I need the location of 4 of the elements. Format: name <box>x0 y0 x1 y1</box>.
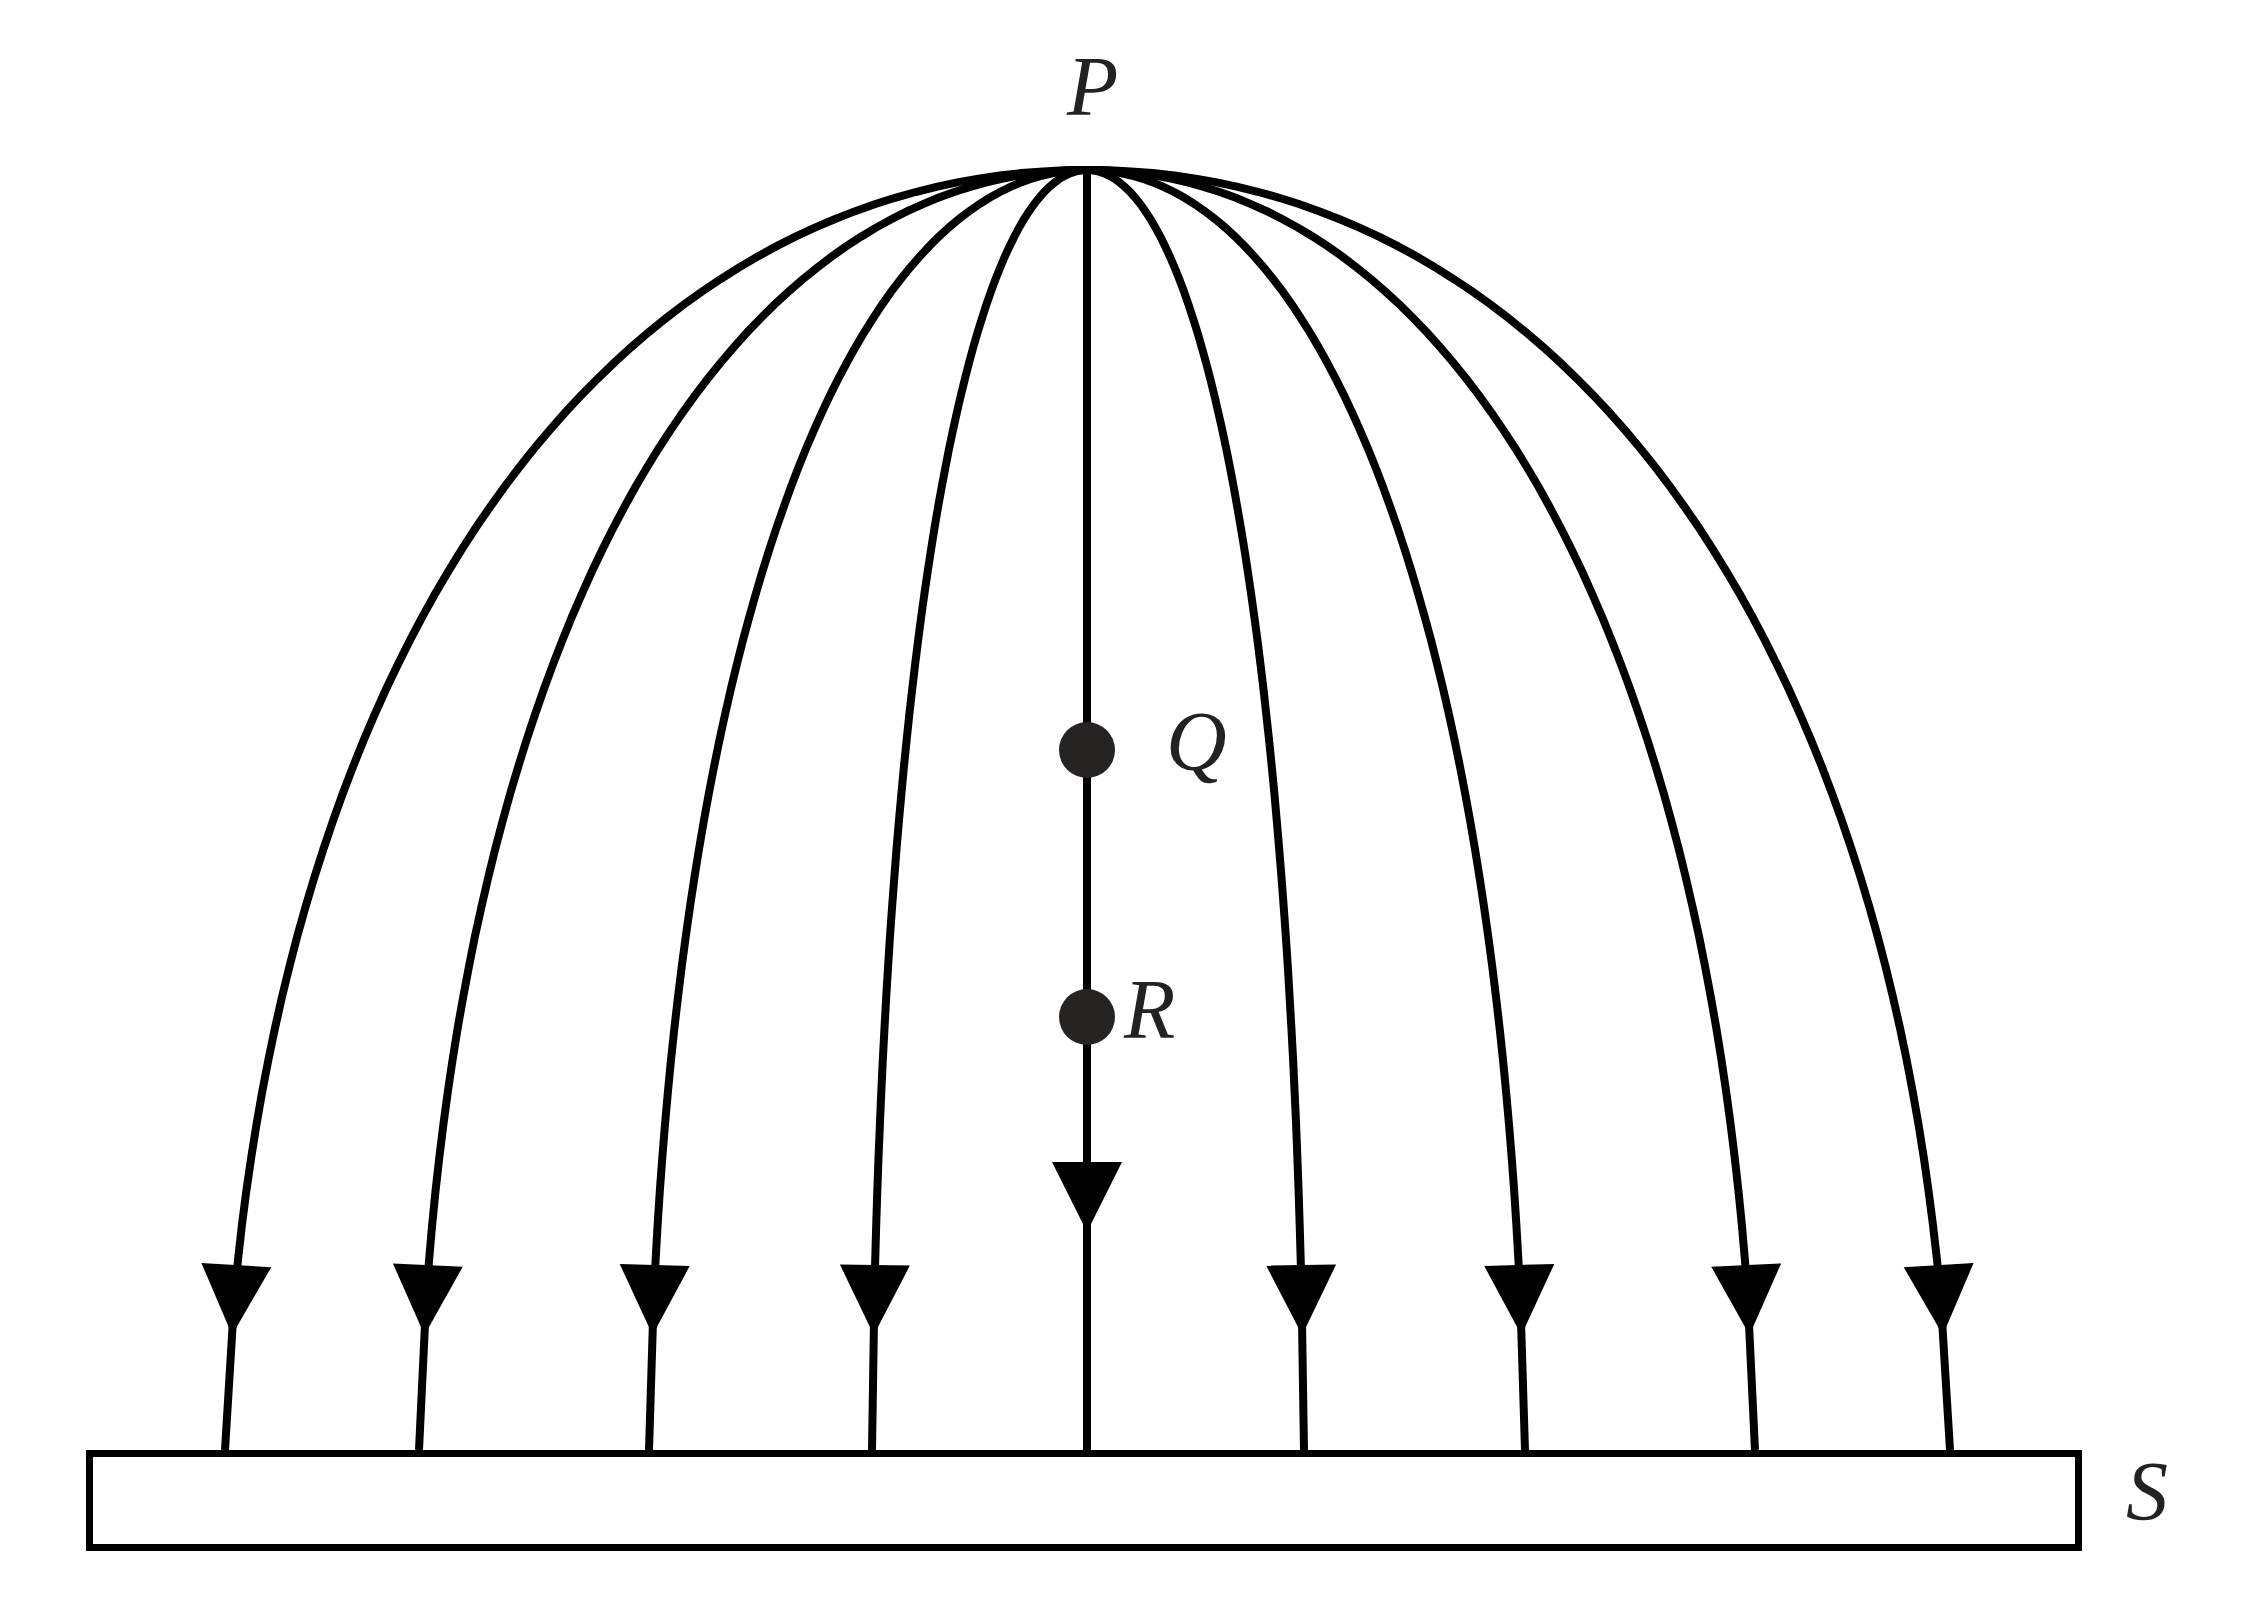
point-label: R <box>1124 968 1176 1052</box>
plate-label: S <box>2126 1450 2168 1534</box>
point-label: P <box>1067 45 1119 129</box>
point-label: Q <box>1166 700 1227 784</box>
